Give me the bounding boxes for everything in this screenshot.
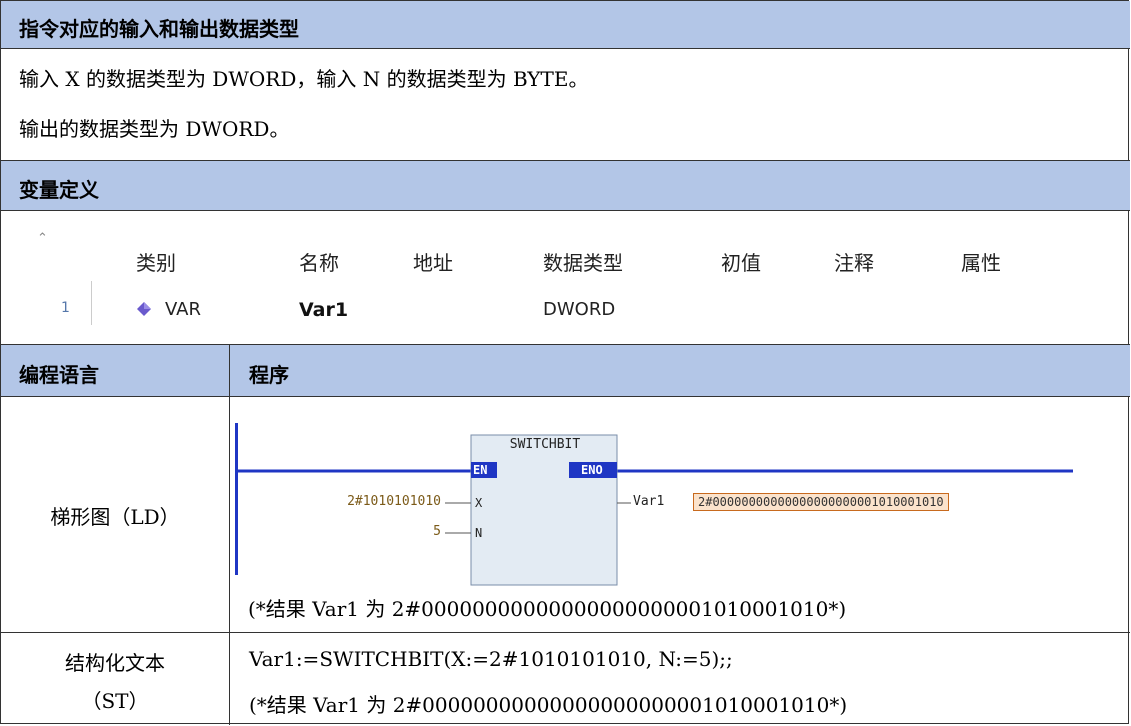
column-header-data-type[interactable]: 数据类型 (543, 251, 623, 275)
eno-pin-label: ENO (581, 463, 603, 477)
io-types-line-2: 输出的数据类型为 DWORD。 (19, 117, 290, 141)
n-pin-label: N (475, 526, 483, 540)
io-types-header-row: 指令对应的输入和输出数据类型 (1, 1, 1130, 49)
column-divider (229, 345, 230, 725)
gutter-divider (91, 281, 92, 325)
var-def-title: 变量定义 (19, 178, 99, 202)
var-category-cell[interactable]: VAR (165, 299, 201, 320)
x-input-value[interactable]: 2#1010101010 (347, 494, 441, 509)
var-table-row: ⌃ 类别 名称 地址 数据类型 初值 注释 属性 1 VAR Var1 DWOR… (1, 211, 1130, 345)
row-index: 1 (61, 300, 70, 316)
io-types-title: 指令对应的输入和输出数据类型 (19, 17, 299, 41)
en-pin-label: EN (473, 463, 488, 477)
column-header-initial-value[interactable]: 初值 (721, 251, 761, 275)
output-variable[interactable]: Var1 (633, 494, 665, 509)
ld-diagram: SWITCHBIT EN ENO X N 2#1010101010 5 Var1… (231, 397, 1128, 633)
var-name-cell[interactable]: Var1 (299, 299, 349, 321)
n-input-value[interactable]: 5 (433, 524, 441, 539)
io-types-line-1: 输入 X 的数据类型为 DWORD，输入 N 的数据类型为 BYTE。 (19, 67, 589, 91)
column-header-address[interactable]: 地址 (413, 251, 453, 275)
ld-row: 梯形图（LD） SWITCHBIT EN ENO X N 2#101010101… (1, 397, 1130, 633)
column-header-category[interactable]: 类别 (136, 251, 176, 275)
io-types-body-row: 输入 X 的数据类型为 DWORD，输入 N 的数据类型为 BYTE。 输出的数… (1, 49, 1130, 161)
var-def-header-row: 变量定义 (1, 161, 1130, 211)
program-header-row: 编程语言 程序 (1, 345, 1130, 397)
program-column-header: 程序 (249, 363, 289, 387)
x-pin-label: X (475, 496, 483, 510)
var-scope-icon (136, 301, 152, 321)
st-label-line-2: （ST） (81, 689, 149, 713)
collapse-caret-icon[interactable]: ⌃ (37, 231, 48, 246)
column-header-attribute[interactable]: 属性 (961, 251, 1001, 275)
st-row: 结构化文本 （ST） Var1:=SWITCHBIT(X:=2#10101010… (1, 633, 1130, 725)
st-label-line-1: 结构化文本 (65, 651, 165, 675)
st-result-comment: (*结果 Var1 为 2#00000000000000000000001010… (249, 693, 848, 717)
var-type-cell[interactable]: DWORD (543, 299, 616, 320)
column-header-comment[interactable]: 注释 (834, 251, 874, 275)
ld-label: 梯形图（LD） (50, 505, 180, 529)
language-column-header: 编程语言 (19, 363, 99, 387)
st-code-line: Var1:=SWITCHBIT(X:=2#1010101010, N:=5);; (249, 647, 733, 671)
ld-result-comment: (*结果 Var1 为 2#00000000000000000000001010… (248, 597, 847, 621)
output-value-box: 2#00000000000000000000001010001010 (693, 493, 949, 511)
block-name[interactable]: SWITCHBIT (509, 437, 581, 452)
column-header-name[interactable]: 名称 (299, 251, 339, 275)
